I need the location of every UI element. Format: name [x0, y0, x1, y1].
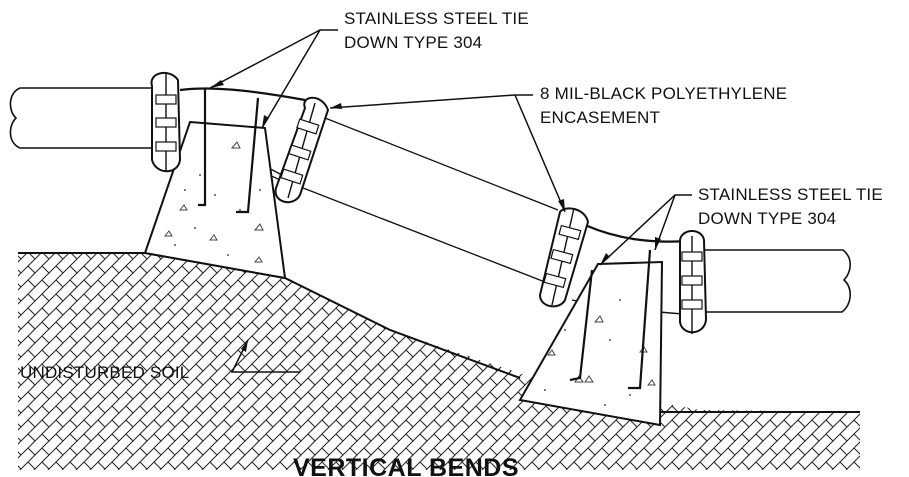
right-concrete-block — [518, 260, 664, 427]
encasement-label-line2: ENCASEMENT — [540, 108, 660, 127]
flange-joint-upper-mid — [274, 96, 330, 204]
flange-joint-lower-mid — [538, 207, 590, 308]
leader-arrowheads — [210, 80, 661, 352]
right-pipe — [700, 249, 852, 313]
tie-down-label-top-line1: STAINLESS STEEL TIE — [344, 9, 529, 28]
leader-lines — [209, 29, 692, 373]
tie-down-label-right-line1: STAINLESS STEEL TIE — [698, 185, 883, 204]
left-pipe — [9, 87, 155, 149]
tie-down-straps — [198, 88, 652, 390]
flange-joint-lower-right — [679, 230, 708, 334]
soil-label: UNDISTURBED SOIL — [20, 363, 189, 382]
flange-joint-upper-left — [150, 71, 182, 173]
sloped-pipe — [297, 117, 559, 283]
tie-down-label-top-line2: DOWN TYPE 304 — [344, 33, 482, 52]
tie-down-label-right-line2: DOWN TYPE 304 — [698, 209, 836, 228]
encasement-label-line1: 8 MIL-BLACK POLYETHYLENE — [540, 84, 787, 103]
drawing-title: VERTICAL BENDS — [293, 454, 519, 477]
